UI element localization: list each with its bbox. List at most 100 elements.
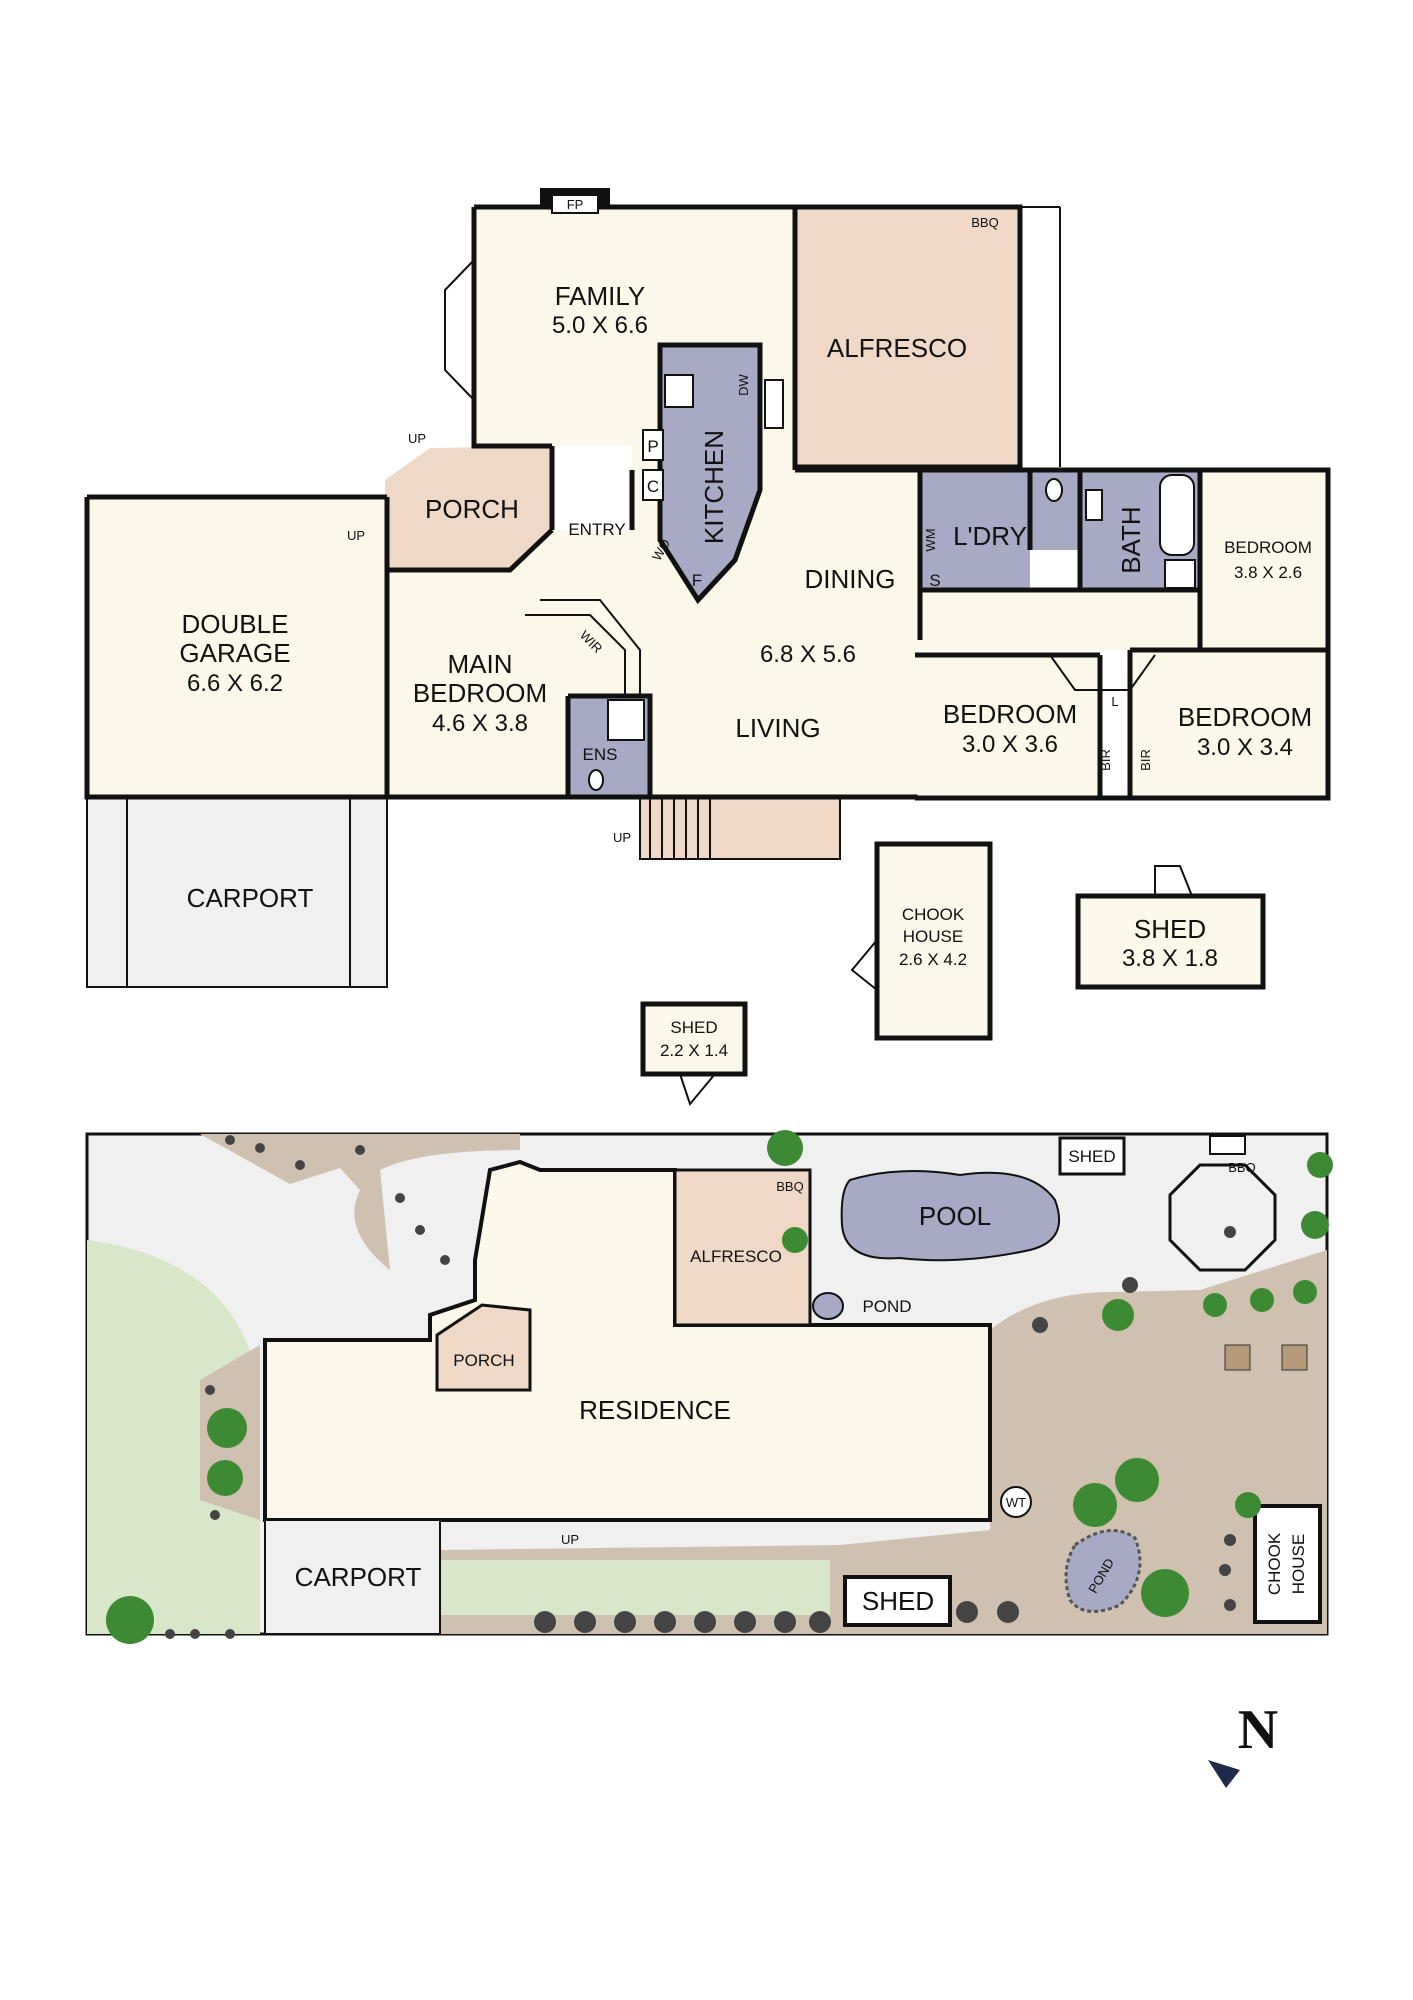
fp-label: FP — [567, 197, 584, 212]
up-garage-label: UP — [347, 528, 365, 543]
kitchen-label: KITCHEN — [699, 430, 729, 544]
bedroom-mid-size: 3.0 X 3.6 — [962, 731, 1058, 758]
chook-house-label-2: HOUSE — [903, 927, 963, 946]
alfresco-label: ALFRESCO — [827, 333, 967, 363]
wm-label: WM — [923, 528, 938, 551]
pond-label-1: POND — [862, 1297, 911, 1316]
bathtub-icon — [1159, 474, 1195, 556]
pantry-label: P — [647, 437, 658, 456]
north-arrow-icon — [1208, 1760, 1240, 1788]
wt-label: WT — [1006, 1495, 1026, 1510]
site-shed-top — [1058, 1136, 1126, 1176]
family-size: 5.0 X 6.6 — [552, 312, 648, 339]
pond-small — [812, 1292, 844, 1320]
sink-icon — [764, 379, 784, 429]
kitchen-area — [660, 345, 760, 600]
main-bedroom-label-1: MAIN — [448, 649, 513, 679]
shed-small-building — [643, 1004, 745, 1074]
carport-area — [87, 797, 387, 987]
site-bbq-label: BBQ — [776, 1179, 803, 1194]
alfresco-area — [795, 207, 1020, 467]
porch-area — [385, 446, 552, 570]
living-size: 6.8 X 5.6 — [760, 641, 856, 668]
trees — [106, 1130, 1333, 1644]
site-plan: RESIDENCE ALFRESCO BBQ PORCH CARPORT POO… — [85, 1130, 1333, 1644]
site-porch-label: PORCH — [453, 1351, 514, 1370]
gazebo-octagon — [1168, 1163, 1277, 1272]
bbq-label: BBQ — [971, 215, 998, 230]
shed-small-size: 2.2 X 1.4 — [660, 1041, 728, 1060]
s-label: S — [929, 571, 940, 590]
bedroom-ne-label: BEDROOM — [1224, 538, 1312, 557]
water-tank — [1000, 1486, 1032, 1518]
carport-label: CARPORT — [187, 883, 314, 913]
main-bedroom-label-2: BEDROOM — [413, 678, 547, 708]
garage-size: 6.6 X 6.2 — [187, 670, 283, 697]
c-label: C — [647, 477, 659, 496]
front-deck — [640, 797, 840, 859]
main-bedroom-size: 4.6 X 3.8 — [432, 710, 528, 737]
residence-label: RESIDENCE — [579, 1395, 731, 1425]
shed-large-size: 3.8 X 1.8 — [1122, 945, 1218, 972]
site-shed-top-label: SHED — [1068, 1147, 1115, 1166]
gazebo-bbq-label: BBQ — [1228, 1160, 1255, 1175]
double-garage-area — [87, 497, 387, 797]
bedroom-mid-area — [915, 655, 1100, 798]
shower-icon — [1164, 559, 1196, 589]
shed-large-building — [1078, 896, 1263, 987]
bir-label-2: BIR — [1138, 749, 1153, 771]
shed-large-label: SHED — [1134, 914, 1206, 944]
pond-large — [1064, 1528, 1142, 1613]
chook-house-label-1: CHOOK — [902, 905, 965, 924]
garage-label-1: DOUBLE — [182, 609, 289, 639]
shed-small-label: SHED — [670, 1018, 717, 1037]
bedroom-ne-size: 3.8 X 2.6 — [1234, 563, 1302, 582]
bedroom-ne-area — [1200, 470, 1328, 650]
garage-label-2: GARAGE — [179, 638, 290, 668]
north-compass: N — [1208, 1699, 1278, 1788]
site-up-label: UP — [561, 1532, 579, 1547]
hall-area — [920, 590, 1200, 650]
bath-label: BATH — [1116, 506, 1146, 573]
living-dining-area — [385, 470, 920, 798]
bedroom-mid-label: BEDROOM — [943, 699, 1077, 729]
ensuite-shower-icon — [607, 699, 645, 741]
bedroom-se-area — [1130, 650, 1328, 798]
laundry-area — [920, 470, 1030, 590]
porch-label: PORCH — [425, 494, 519, 524]
front-lawn — [440, 1560, 830, 1615]
site-carport-area — [264, 1519, 441, 1635]
site-alfresco-label: ALFRESCO — [690, 1247, 782, 1266]
l-label: L — [1111, 694, 1118, 709]
ensuite-label: ENS — [583, 745, 618, 764]
cooktop-icon — [664, 374, 694, 408]
garden-bed-top — [200, 1134, 520, 1270]
chook-house-size: 2.6 X 4.2 — [899, 950, 967, 969]
family-label: FAMILY — [555, 281, 646, 311]
site-porch-area — [435, 1303, 532, 1392]
pool-label: POOL — [919, 1201, 991, 1231]
laundry-label: L'DRY — [953, 521, 1027, 551]
bedroom-se-label: BEDROOM — [1178, 702, 1312, 732]
pool-shape — [840, 1170, 1060, 1262]
lawn-area — [87, 1240, 260, 1634]
f-label: F — [692, 571, 702, 590]
up-deck-label: UP — [613, 830, 631, 845]
chook-house-building — [877, 844, 990, 1038]
site-chook-house — [1253, 1504, 1322, 1624]
site-shed-bottom — [843, 1575, 952, 1627]
entry-label: ENTRY — [568, 520, 625, 539]
site-chook-label-1: CHOOK — [1265, 1532, 1284, 1595]
shrubs — [165, 1135, 1236, 1639]
up-porch-label: UP — [408, 431, 426, 446]
toilet-icon — [588, 769, 604, 791]
dw-label: DW — [736, 373, 751, 395]
dining-label: DINING — [805, 564, 896, 594]
residence-outline — [263, 1159, 992, 1522]
site-chook-label-2: HOUSE — [1289, 1534, 1308, 1594]
site-shed-bottom-label: SHED — [862, 1586, 934, 1616]
bedroom-se-size: 3.0 X 3.4 — [1197, 734, 1293, 761]
bir-label-1: BIR — [1098, 749, 1113, 771]
site-carport-label: CARPORT — [295, 1562, 422, 1592]
